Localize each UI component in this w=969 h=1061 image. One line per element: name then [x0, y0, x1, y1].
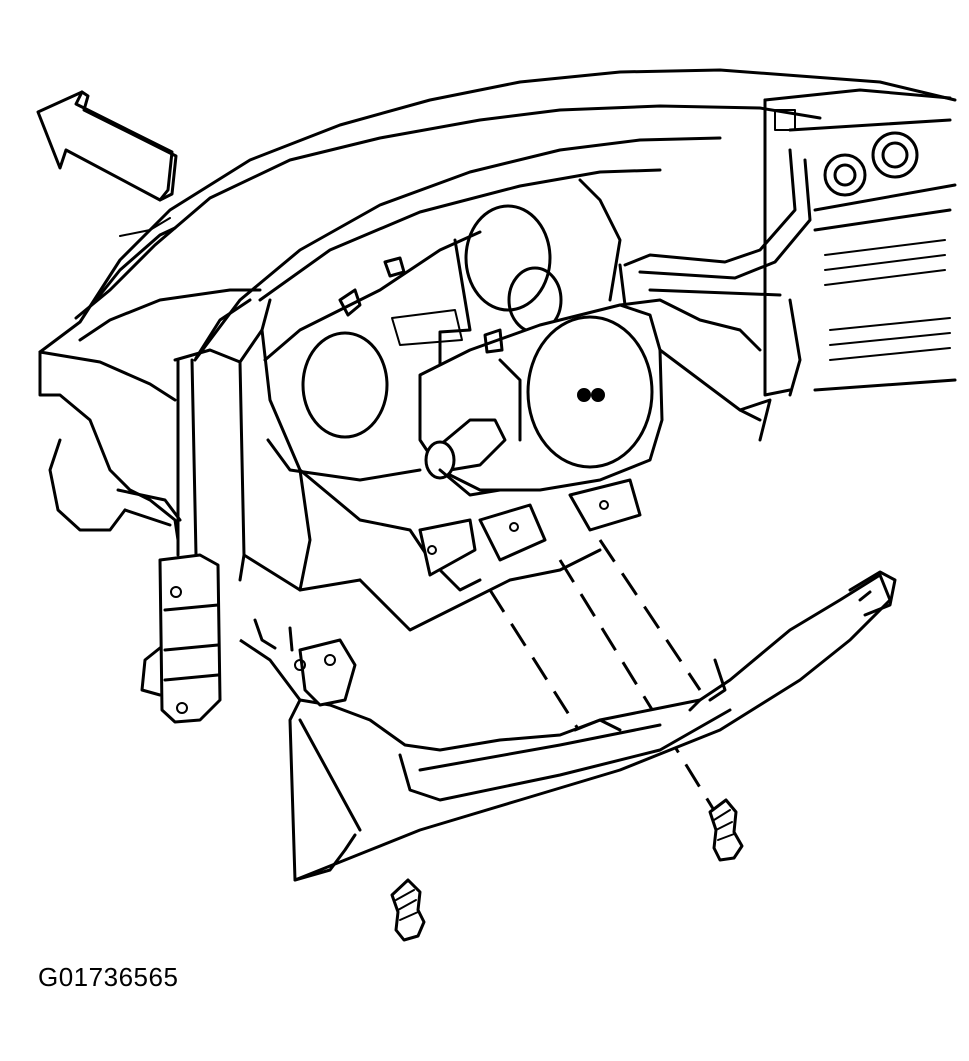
- lower-bracket: [298, 468, 642, 632]
- steering-column: [418, 303, 664, 497]
- figure-id: G01736565: [38, 962, 179, 992]
- instrument-cluster: [263, 178, 622, 482]
- right-lower-dash: [618, 263, 782, 442]
- fastener-guide-lines: [488, 539, 722, 821]
- headlamp-switch-area: [623, 88, 957, 397]
- mounting-pins: [253, 618, 357, 707]
- left-end-panel: [38, 350, 182, 542]
- direction-arrow: [36, 90, 178, 202]
- dashboard-top: [38, 68, 957, 362]
- center-column: [194, 298, 362, 592]
- knee-bolster-panel: [239, 570, 897, 882]
- left-bracket: [140, 348, 246, 724]
- screw-lower-center: [390, 878, 426, 942]
- screw-lower-right: [708, 798, 744, 862]
